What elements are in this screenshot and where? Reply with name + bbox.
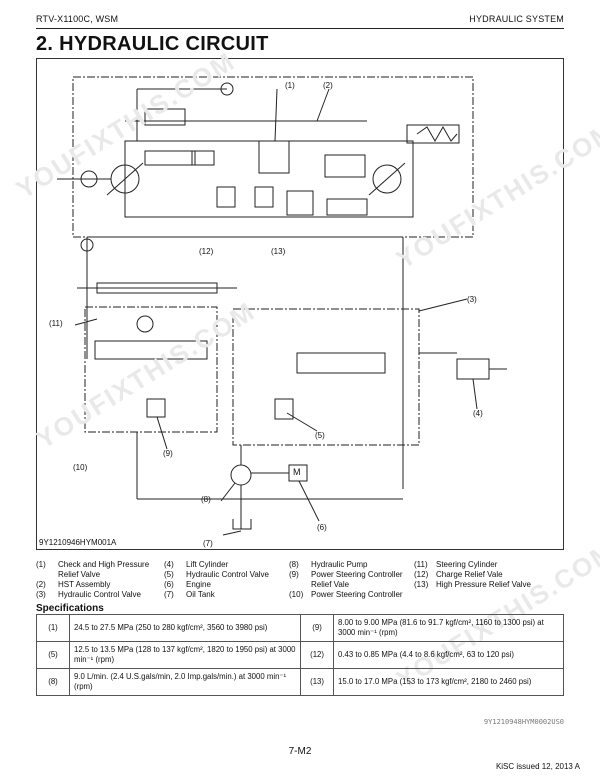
legend-item: (12)Charge Relief Vale [414, 570, 503, 579]
legend-item: (2)HST Assembly [36, 580, 111, 589]
callout-leader [418, 298, 468, 312]
legend-item: (5)Hydraulic Control Valve [164, 570, 269, 579]
spec-ref: (9) [300, 614, 335, 642]
lift-cylinder [456, 358, 490, 380]
callout-9: (9) [163, 449, 173, 458]
variable-arrow [368, 162, 406, 196]
page-title: 2. HYDRAULIC CIRCUIT [36, 33, 269, 55]
callout-leader [316, 88, 330, 122]
header-section: HYDRAULIC SYSTEM [469, 14, 564, 24]
spec-value: 9.0 L/min. (2.4 U.S.gals/min, 2.0 Imp.ga… [68, 668, 302, 696]
callout-5: (5) [315, 431, 325, 440]
check-relief-valve-1 [258, 140, 290, 174]
hst-main-loop [124, 140, 414, 218]
table-row: (5) 12.5 to 13.5 MPa (128 to 137 kgf/cm²… [36, 641, 564, 669]
legend-item: (8)Hydraulic Pump [289, 560, 368, 569]
servo-cylinder [324, 154, 366, 178]
legend-item: (7)Oil Tank [164, 590, 215, 599]
legend-column: (4)Lift Cylinder (5)Hydraulic Control Va… [164, 560, 289, 600]
callout-1: (1) [285, 81, 295, 90]
power-steering-controller-outline [84, 306, 218, 433]
callout-13: (13) [271, 247, 286, 256]
callout-12: (12) [199, 247, 214, 256]
callout-10: (10) [73, 463, 88, 472]
legend-item: (10)Power Steering Controller [289, 590, 403, 599]
steering-valve-block [94, 340, 208, 360]
callout-leader [274, 88, 278, 142]
spec-ref: (8) [36, 668, 70, 696]
spec-value: 24.5 to 27.5 MPa (250 to 280 kgf/cm², 35… [68, 614, 302, 642]
hydraulic-circuit-diagram: (1) (2) (3) (4) (5) (6) (7) (8) (9) (10)… [36, 58, 564, 550]
spec-ref: (12) [300, 641, 335, 669]
spec-ref: (1) [36, 614, 70, 642]
document-stamp: 9Y1210948HYM0002US0 [483, 718, 564, 726]
spring-symbol [416, 125, 458, 143]
callout-4: (4) [473, 409, 483, 418]
spec-ref: (13) [300, 668, 335, 696]
callout-leader [220, 482, 236, 502]
callout-leader [298, 480, 320, 522]
control-valve-block [144, 108, 186, 126]
callout-11: (11) [49, 319, 63, 328]
legend-item: (13)High Pressure Relief Valve [414, 580, 532, 589]
variable-arrow [106, 162, 144, 196]
legend-item: (1)Check and High Pressure Relief Valve [36, 560, 150, 579]
oil-tank-symbol [232, 519, 252, 530]
hydraulic-pump-symbol [230, 464, 252, 486]
callout-3: (3) [467, 295, 477, 304]
table-row: (8) 9.0 L/min. (2.4 U.S.gals/min, 2.0 Im… [36, 668, 564, 696]
specifications-heading: Specifications [36, 603, 104, 614]
legend-item: (3)Hydraulic Control Valve [36, 590, 141, 599]
legend-item: (9)Power Steering Controller Relief Vale [289, 570, 403, 589]
check-relief-valve-2 [286, 190, 314, 216]
steering-relief-valve [146, 398, 166, 418]
page-number: 7-M2 [288, 746, 312, 757]
callout-6: (6) [317, 523, 327, 532]
control-valve-block [144, 150, 196, 166]
control-valve-block [191, 150, 215, 166]
diagram-code: 9Y1210946HYM001A [39, 538, 117, 547]
callout-7: (7) [203, 539, 213, 548]
header-rule [36, 28, 564, 29]
callout-leader [472, 378, 478, 410]
callout-leader [222, 530, 242, 536]
filter-symbol [220, 82, 234, 96]
legend-column: (11)Steering Cylinder (12)Charge Relief … [414, 560, 564, 590]
high-pressure-relief-valve [254, 186, 274, 208]
header-model: RTV-X1100C, WSM [36, 14, 119, 24]
circuit-schematic [57, 76, 507, 536]
charge-relief-valve [216, 186, 236, 208]
spec-value: 8.00 to 9.00 MPa (81.6 to 91.7 kgf/cm², … [333, 614, 564, 642]
legend-column: (8)Hydraulic Pump (9)Power Steering Cont… [289, 560, 414, 600]
filter-symbol [80, 238, 94, 252]
spec-value: 12.5 to 13.5 MPa (128 to 137 kgf/cm², 18… [68, 641, 302, 669]
legend-item: (6)Engine [164, 580, 211, 589]
servo-valve [326, 198, 368, 216]
spec-ref: (5) [36, 641, 70, 669]
hydraulic-control-valve-outline [232, 308, 420, 446]
specifications-table: (1) 24.5 to 27.5 MPa (250 to 280 kgf/cm²… [36, 614, 564, 696]
spring-cylinder [406, 124, 460, 144]
legend-item: (11)Steering Cylinder [414, 560, 498, 569]
legend-column: (1)Check and High Pressure Relief Valve … [36, 560, 164, 600]
callout-8: (8) [201, 495, 211, 504]
hydraulic-relief-valve [274, 398, 294, 420]
callout-leader [156, 416, 168, 450]
callout-leader [286, 412, 318, 432]
hst-motor-symbol [372, 164, 402, 194]
steering-motor-symbol [136, 315, 154, 333]
callout-2: (2) [323, 81, 333, 90]
issue-note: KiSC issued 12, 2013 A [495, 762, 580, 771]
callout-leader [74, 318, 98, 326]
spec-value: 15.0 to 17.0 MPa (153 to 173 kgf/cm², 21… [333, 668, 564, 696]
hydraulic-control-valve-spool [296, 352, 386, 374]
spec-value: 0.43 to 0.85 MPa (4.4 to 8.6 kgf/cm², 63… [333, 641, 564, 669]
table-row: (1) 24.5 to 27.5 MPa (250 to 280 kgf/cm²… [36, 614, 564, 642]
legend-item: (4)Lift Cylinder [164, 560, 229, 569]
engine-label: M [293, 467, 301, 477]
